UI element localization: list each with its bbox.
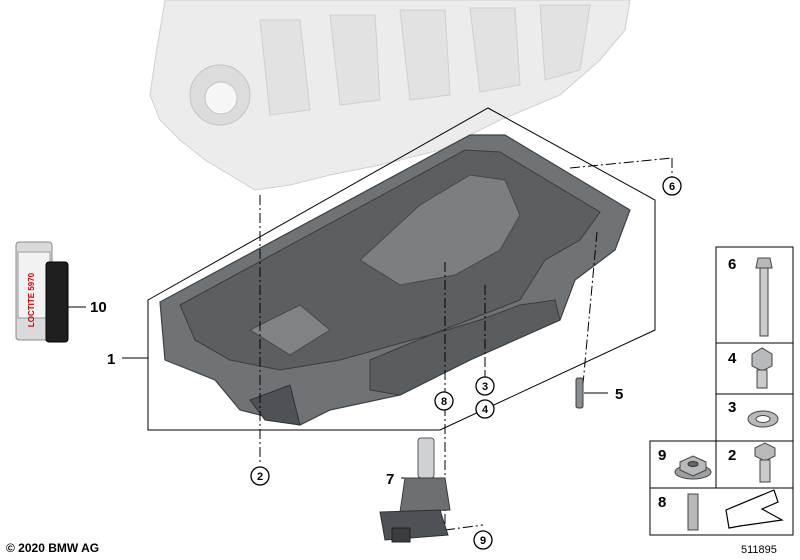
circled-callout-9: 9 — [473, 530, 493, 550]
oil-pan-assembly-outline — [147, 107, 656, 431]
legend-number-4: 4 — [728, 350, 737, 367]
legend-number-8: 8 — [658, 494, 666, 511]
callout-part-8: 8 — [441, 396, 447, 408]
legend-cell-sealing-ring: 3 — [728, 399, 779, 428]
legend-cell-collar-nut: 9 — [658, 447, 712, 480]
callout-part-5: 5 — [615, 386, 623, 403]
oil-pan-illustration — [159, 134, 631, 426]
callout-part-6: 6 — [669, 181, 675, 193]
callout-part-4: 4 — [482, 404, 489, 416]
legend-cell-bolt: 6 — [728, 256, 773, 337]
sealant-tube-illustration: LOCTITE 5970 — [15, 241, 69, 343]
legend-number-2: 2 — [728, 447, 736, 464]
engine-block-illustration — [149, 0, 631, 191]
circled-callout-3: 3 — [475, 376, 495, 396]
legend-cell-collar-bolt: 2 — [728, 442, 776, 483]
oil-level-sensor-illustration — [379, 437, 451, 543]
circled-callout-6: 6 — [662, 176, 682, 196]
drain-plug-illustration — [575, 377, 584, 409]
callout-part-3: 3 — [482, 381, 488, 393]
legend-number-6: 6 — [728, 256, 736, 273]
legend-cell-stud: 8 — [658, 493, 699, 531]
circled-callout-8: 8 — [434, 391, 454, 411]
circled-callout-4: 4 — [475, 399, 495, 419]
callout-part-9: 9 — [480, 535, 486, 547]
callout-part-1: 1 — [107, 351, 115, 368]
circled-callout-2: 2 — [250, 466, 270, 486]
copyright-notice: © 2020 BMW AG — [6, 541, 100, 555]
callout-part-10: 10 — [90, 299, 107, 316]
legend-number-3: 3 — [728, 399, 736, 416]
diagram-number: 511895 — [741, 544, 777, 556]
legend-cell-arrow-symbol — [725, 489, 784, 529]
callout-part-7: 7 — [386, 471, 394, 488]
legend-cell-drain-bolt: 4 — [728, 347, 773, 389]
callout-part-2: 2 — [257, 471, 263, 483]
legend-number-9: 9 — [658, 447, 666, 464]
sealant-tube-label: LOCTITE 5970 — [27, 272, 36, 327]
